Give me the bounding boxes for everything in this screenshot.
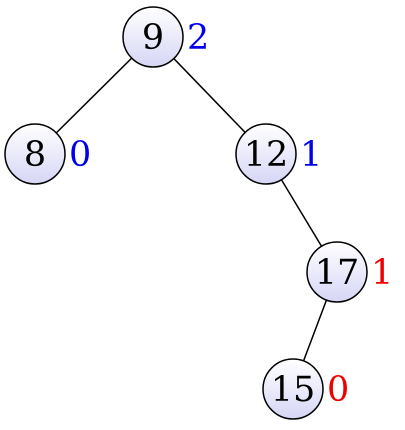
node-circle xyxy=(235,123,297,185)
tree-node-12: 12 1 xyxy=(235,123,322,185)
node-key-label: 12 xyxy=(244,135,289,175)
node-circle xyxy=(306,241,368,303)
tree-edge-n12-n17 xyxy=(280,179,323,247)
node-height-label: 1 xyxy=(371,253,393,293)
node-circle xyxy=(4,123,66,185)
tree-node-15: 15 0 xyxy=(262,358,349,420)
tree-edge-n17-n15 xyxy=(302,299,328,362)
node-key-label: 15 xyxy=(271,370,316,410)
tree-node-17: 17 1 xyxy=(306,241,393,303)
node-height-label: 0 xyxy=(69,135,91,175)
node-key-label: 9 xyxy=(142,18,164,58)
tree-edge-n9-n8 xyxy=(55,57,133,134)
node-height-label: 1 xyxy=(300,135,322,175)
tree-edges xyxy=(55,57,328,362)
node-height-label: 0 xyxy=(327,370,349,410)
node-circle xyxy=(122,6,184,68)
node-key-label: 17 xyxy=(315,253,360,293)
tree-edge-n9-n12 xyxy=(173,58,246,133)
node-key-label: 8 xyxy=(24,135,46,175)
node-height-label: 2 xyxy=(187,18,209,58)
node-circle xyxy=(262,358,324,420)
